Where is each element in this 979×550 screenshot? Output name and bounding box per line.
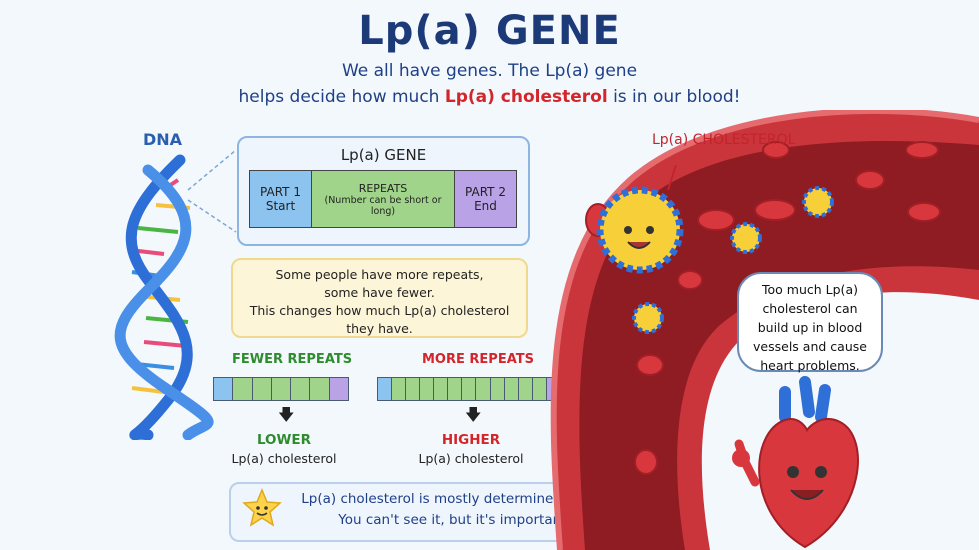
gene-part-2: PART 2 End [454, 170, 517, 228]
subtitle-line-2: helps decide how much Lp(a) cholesterol … [0, 84, 979, 110]
gene-part-2-name: PART 2 [465, 185, 506, 199]
more-repeats-bar [377, 377, 561, 401]
more-result: HIGHER [441, 432, 501, 448]
gene-repeats: REPEATS (Number can be short or long) [311, 170, 455, 228]
down-arrow-icon: 🡇 [465, 405, 482, 424]
note-line-2: some have fewer. [324, 285, 435, 300]
bar-repeat-unit [232, 377, 253, 401]
bar-repeat-unit [309, 377, 330, 401]
gene-repeats-sub: (Number can be short or long) [324, 194, 442, 217]
bar-repeat-unit [503, 377, 519, 401]
bar-repeat-unit [433, 377, 449, 401]
bubble-line-5: heart problems. [760, 358, 860, 373]
bubble-line-4: vessels and cause [753, 339, 867, 354]
star-icon [242, 488, 282, 527]
bar-repeat-unit [489, 377, 505, 401]
subtitle-line-1: We all have genes. The Lp(a) gene [341, 61, 638, 81]
gene-title: Lp(a) GENE [340, 146, 427, 164]
bar-repeat-unit [475, 377, 491, 401]
more-result-sub: Lp(a) cholesterol [418, 451, 524, 466]
note-line-1: Some people have more repeats, [275, 267, 484, 282]
dna-helix-illustration [114, 150, 237, 440]
blood-vessel-illustration [550, 110, 979, 550]
dna-label: DNA [143, 130, 183, 149]
bar-repeat-unit [405, 377, 421, 401]
fewer-result-sub: Lp(a) cholesterol [231, 451, 337, 466]
bubble-line-1: Too much Lp(a) [762, 282, 858, 297]
note-line-4: they have. [346, 321, 413, 336]
gene-part-2-sub: End [474, 199, 497, 213]
subtitle-line-2-pre: helps decide how much [238, 87, 445, 107]
bar-repeat-unit [251, 377, 272, 401]
fewer-result: LOWER [256, 432, 312, 448]
down-arrow-icon: 🡇 [278, 405, 295, 424]
bar-repeat-unit [517, 377, 533, 401]
bar-repeat-unit [391, 377, 407, 401]
bar-repeat-unit [461, 377, 477, 401]
note-line-3: This changes how much Lp(a) cholesterol [249, 303, 510, 318]
bar-repeat-unit [290, 377, 311, 401]
page-title: Lp(a) GENE [358, 8, 621, 54]
explanation-note: Some people have more repeats, some have… [231, 258, 528, 338]
bar-part-2 [328, 377, 349, 401]
subtitle: We all have genes. The Lp(a) gene helps … [0, 58, 979, 110]
bar-part-1 [377, 377, 393, 401]
bar-repeat-unit [447, 377, 463, 401]
bar-repeat-unit [270, 377, 292, 401]
bubble-line-2: cholesterol can [762, 301, 858, 316]
subtitle-line-2-post: is in our blood! [607, 87, 741, 107]
bar-part-1 [213, 377, 234, 401]
more-repeats-title: MORE REPEATS [422, 352, 534, 367]
fewer-repeats-title: FEWER REPEATS [232, 352, 353, 367]
fewer-repeats-bar [213, 377, 349, 401]
lpa-particles-small [632, 186, 834, 334]
heart-character-illustration [732, 376, 859, 549]
lpa-particle-large [596, 186, 684, 274]
bubble-line-3: build up in blood [757, 320, 863, 335]
gene-part-1-sub: Start [265, 199, 296, 213]
vessel-label: Lp(a) CHOLESTEROL [652, 132, 796, 148]
gene-part-1-name: PART 1 [260, 185, 301, 199]
bar-repeat-unit [419, 377, 435, 401]
gene-part-1: PART 1 Start [249, 170, 312, 228]
heart-speech-bubble: Too much Lp(a) cholesterol can build up … [737, 272, 883, 373]
subtitle-highlight: Lp(a) cholesterol [444, 87, 608, 107]
gene-repeats-name: REPEATS [358, 181, 408, 195]
